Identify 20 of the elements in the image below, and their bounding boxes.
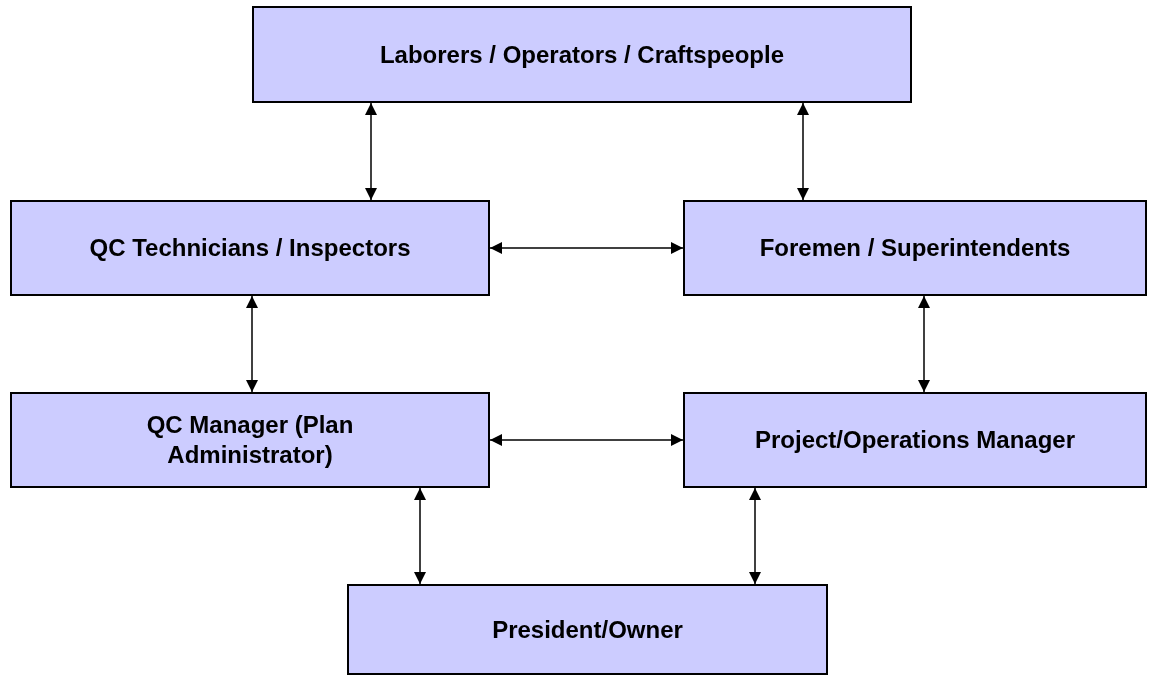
double-arrow — [489, 242, 684, 254]
role-label: QC Manager (Plan Administrator) — [145, 410, 355, 470]
role-label: Foremen / Superintendents — [759, 233, 1071, 263]
role-box — [10, 200, 490, 296]
double-arrow — [749, 487, 761, 585]
double-arrow — [797, 102, 809, 201]
role-box — [683, 200, 1147, 296]
double-arrow — [918, 295, 930, 393]
role-box — [347, 584, 828, 675]
role-box — [10, 392, 490, 488]
role-box — [683, 392, 1147, 488]
role-box — [252, 6, 912, 103]
role-label: Project/Operations Manager — [754, 425, 1076, 455]
role-label: QC Technicians / Inspectors — [89, 233, 411, 263]
double-arrow — [365, 102, 377, 201]
double-arrow — [489, 434, 684, 446]
role-label: Laborers / Operators / Craftspeople — [379, 39, 785, 70]
double-arrow — [414, 487, 426, 585]
double-arrow — [246, 295, 258, 393]
role-label: President/Owner — [492, 614, 683, 645]
